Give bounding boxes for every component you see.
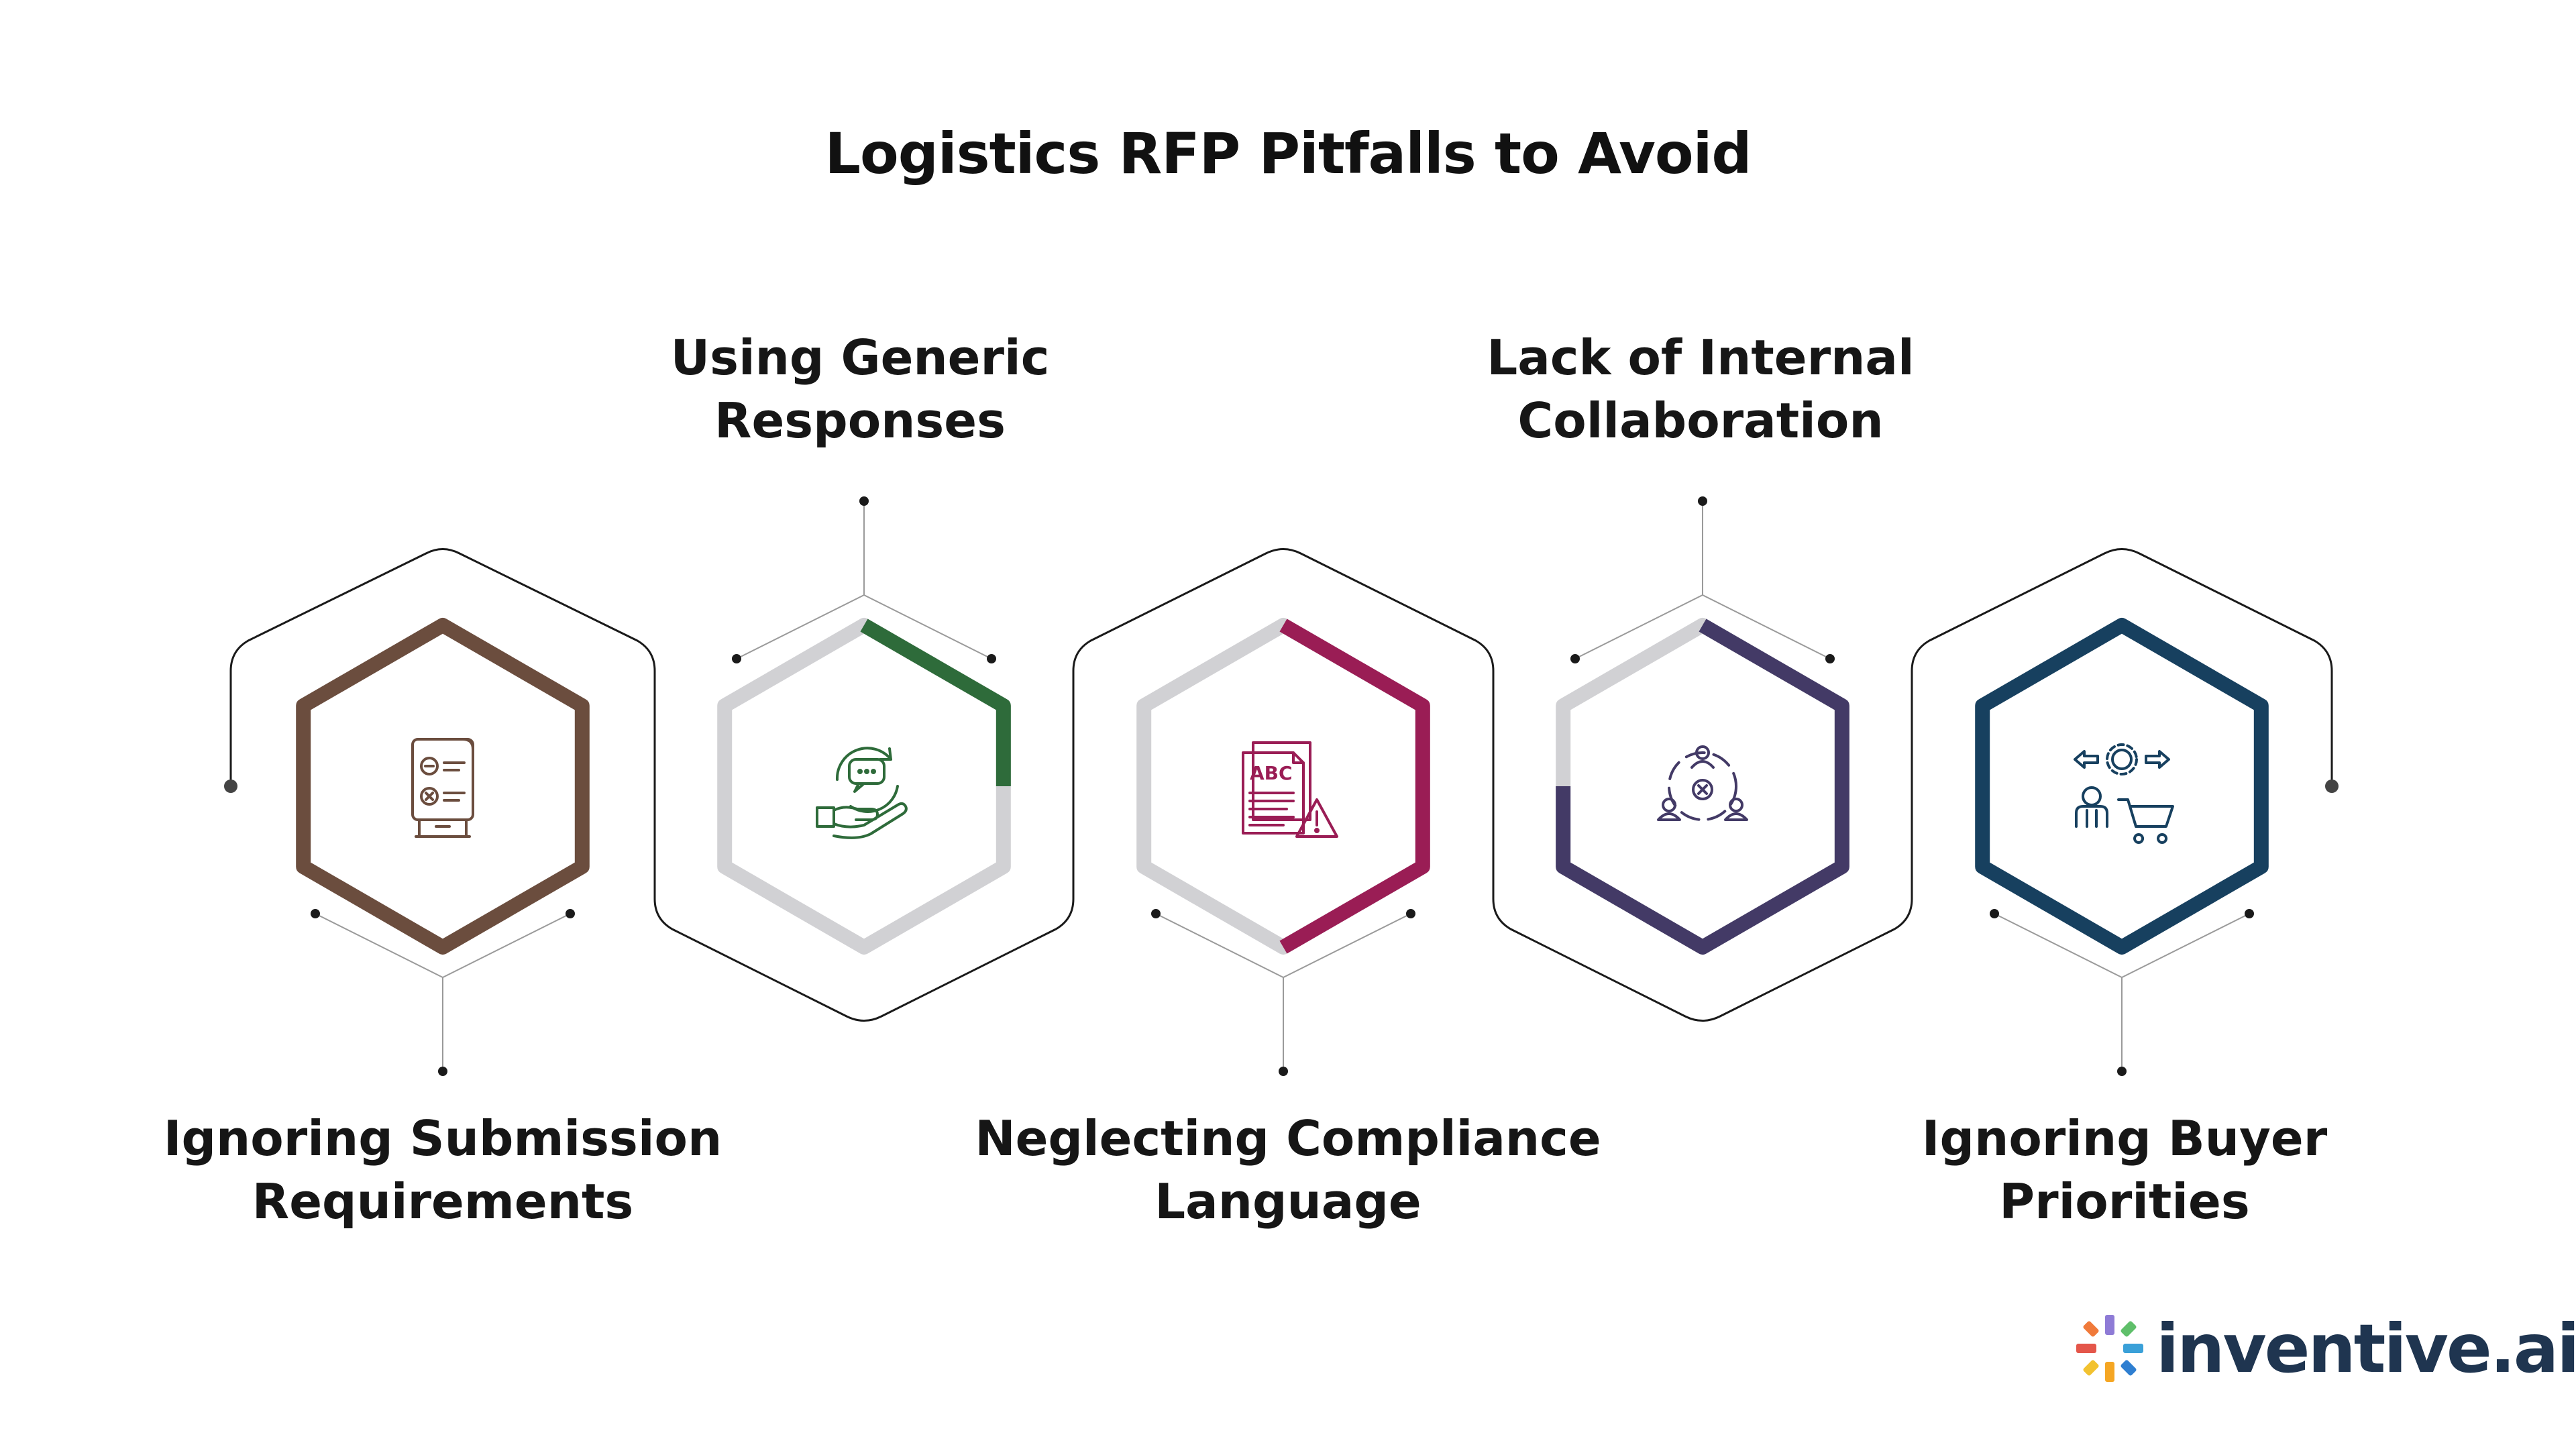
pinwheel-logo-icon: [2076, 1315, 2143, 1382]
hex-ring: [1975, 618, 2269, 955]
hex-ring-progress: [1556, 619, 1849, 955]
hex-ring-progress: [860, 619, 1011, 786]
hex-ring: [296, 618, 590, 955]
label-buyer-priorities: Ignoring Buyer Priorities: [1789, 1107, 2460, 1233]
connector-dot: [859, 496, 869, 506]
connector-line: [1574, 501, 1831, 659]
page-title: Logistics RFP Pitfalls to Avoid: [824, 121, 1752, 186]
connector-dot: [1570, 654, 1580, 663]
label-line-1: Using Generic: [670, 329, 1050, 386]
label-internal-collaboration: Lack of Internal Collaboration: [1365, 326, 2036, 452]
connector-end-dot-left: [224, 780, 237, 793]
outer-hex-1: [229, 548, 656, 899]
connector-dot: [1279, 1067, 1288, 1076]
connector-dot: [566, 909, 575, 918]
connector-dot: [2245, 909, 2254, 918]
label-line-2: Requirements: [252, 1173, 634, 1230]
connector-dot: [1825, 654, 1835, 663]
connector-dot: [1990, 909, 1999, 918]
connector-dot: [987, 654, 996, 663]
label-line-2: Language: [1155, 1173, 1421, 1230]
connector-dot: [732, 654, 741, 663]
label-line-1: Neglecting Compliance: [975, 1110, 1601, 1167]
label-ignoring-submission: Ignoring Submission Requirements: [107, 1107, 778, 1233]
gear-arrows-cart-icon: [2074, 743, 2174, 844]
label-line-2: Responses: [714, 392, 1006, 449]
label-line-2: Priorities: [1999, 1173, 2250, 1230]
chat-hand-cycle-icon: [816, 747, 908, 839]
team-network-icon: [1657, 745, 1748, 821]
connector-end-dot-right: [2325, 780, 2339, 793]
label-generic-responses: Using Generic Responses: [525, 326, 1195, 452]
label-line-1: Ignoring Submission: [163, 1110, 722, 1167]
connector-line: [736, 501, 992, 659]
connector-line: [1155, 913, 1411, 1071]
svg-text:ABC: ABC: [1250, 762, 1293, 784]
label-line-1: Ignoring Buyer: [1921, 1110, 2328, 1167]
outer-hex-3: [1492, 548, 2333, 1022]
hex-ring-progress: [1279, 619, 1430, 954]
abc-document-warning-icon: ABC: [1242, 741, 1338, 838]
document-checklist-icon: [411, 738, 474, 838]
brand-logo: inventive.ai: [2073, 1308, 2576, 1389]
connector-dot: [438, 1067, 447, 1076]
connector-dot: [1151, 909, 1161, 918]
connector-line: [315, 913, 571, 1071]
outer-hex-2: [653, 548, 1495, 1022]
connector-dot: [1406, 909, 1415, 918]
logo-text: inventive.ai: [2156, 1309, 2576, 1388]
connector-dot: [311, 909, 320, 918]
connector-dot: [1698, 496, 1707, 506]
label-neglecting-compliance: Neglecting Compliance Language: [953, 1107, 1623, 1233]
label-line-1: Lack of Internal: [1487, 329, 1915, 386]
connector-dot: [2117, 1067, 2127, 1076]
connector-line: [1994, 913, 2250, 1071]
label-line-2: Collaboration: [1517, 392, 1884, 449]
